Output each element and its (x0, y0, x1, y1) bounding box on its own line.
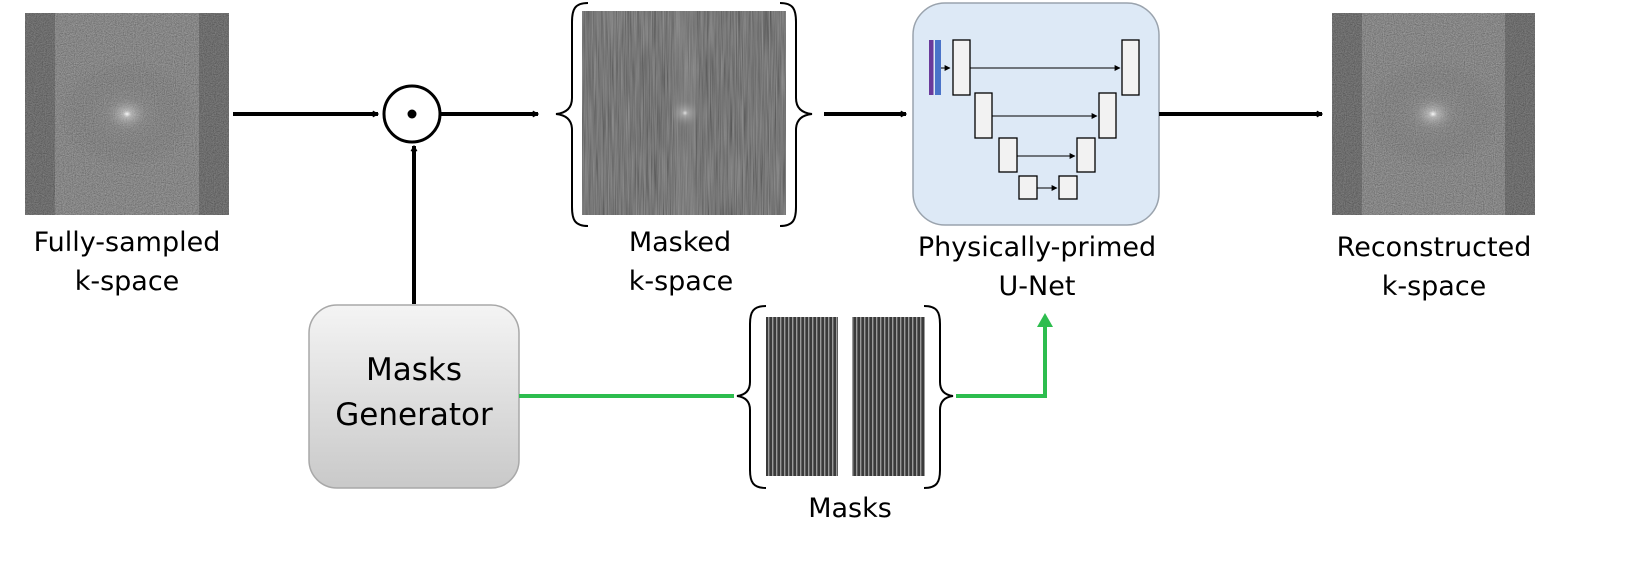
label-line: k-space (74, 266, 180, 297)
masks-right-brace (923, 305, 954, 489)
label-line: Masked (628, 227, 732, 258)
masked-kspace-image (582, 11, 786, 215)
circle-dot-icon (382, 84, 442, 144)
label-line: Masks (808, 493, 892, 524)
label-line: Generator (335, 397, 493, 433)
fully-sampled-kspace-image (25, 13, 229, 215)
unet-architecture-icon (912, 2, 1160, 226)
mask-image-2 (852, 317, 925, 476)
label-physically-primed-unet: Physically-primed U-Net (906, 228, 1168, 306)
label-line: Fully-sampled (33, 227, 221, 258)
label-line: k-space (1381, 271, 1487, 302)
masked-left-brace (555, 2, 589, 227)
label-line: Physically-primed (917, 232, 1157, 263)
label-masks: Masks (790, 489, 910, 528)
masks-left-brace (736, 305, 767, 489)
label-masks-generator: Masks Generator (309, 348, 519, 438)
mask-image-1 (766, 317, 838, 476)
reconstructed-kspace-image (1332, 13, 1535, 215)
mask-path-arrowhead (1037, 313, 1053, 327)
label-line: U-Net (998, 271, 1076, 302)
mask-path-masks-to-unet (956, 326, 1047, 398)
label-fully-sampled-kspace: Fully-sampled k-space (25, 223, 229, 301)
label-line: Masks (366, 352, 462, 388)
label-line: k-space (628, 266, 734, 297)
label-masked-kspace: Masked k-space (580, 223, 780, 301)
label-reconstructed-kspace: Reconstructed k-space (1326, 228, 1542, 306)
masked-right-brace (779, 2, 813, 227)
label-line: Reconstructed (1336, 232, 1532, 263)
